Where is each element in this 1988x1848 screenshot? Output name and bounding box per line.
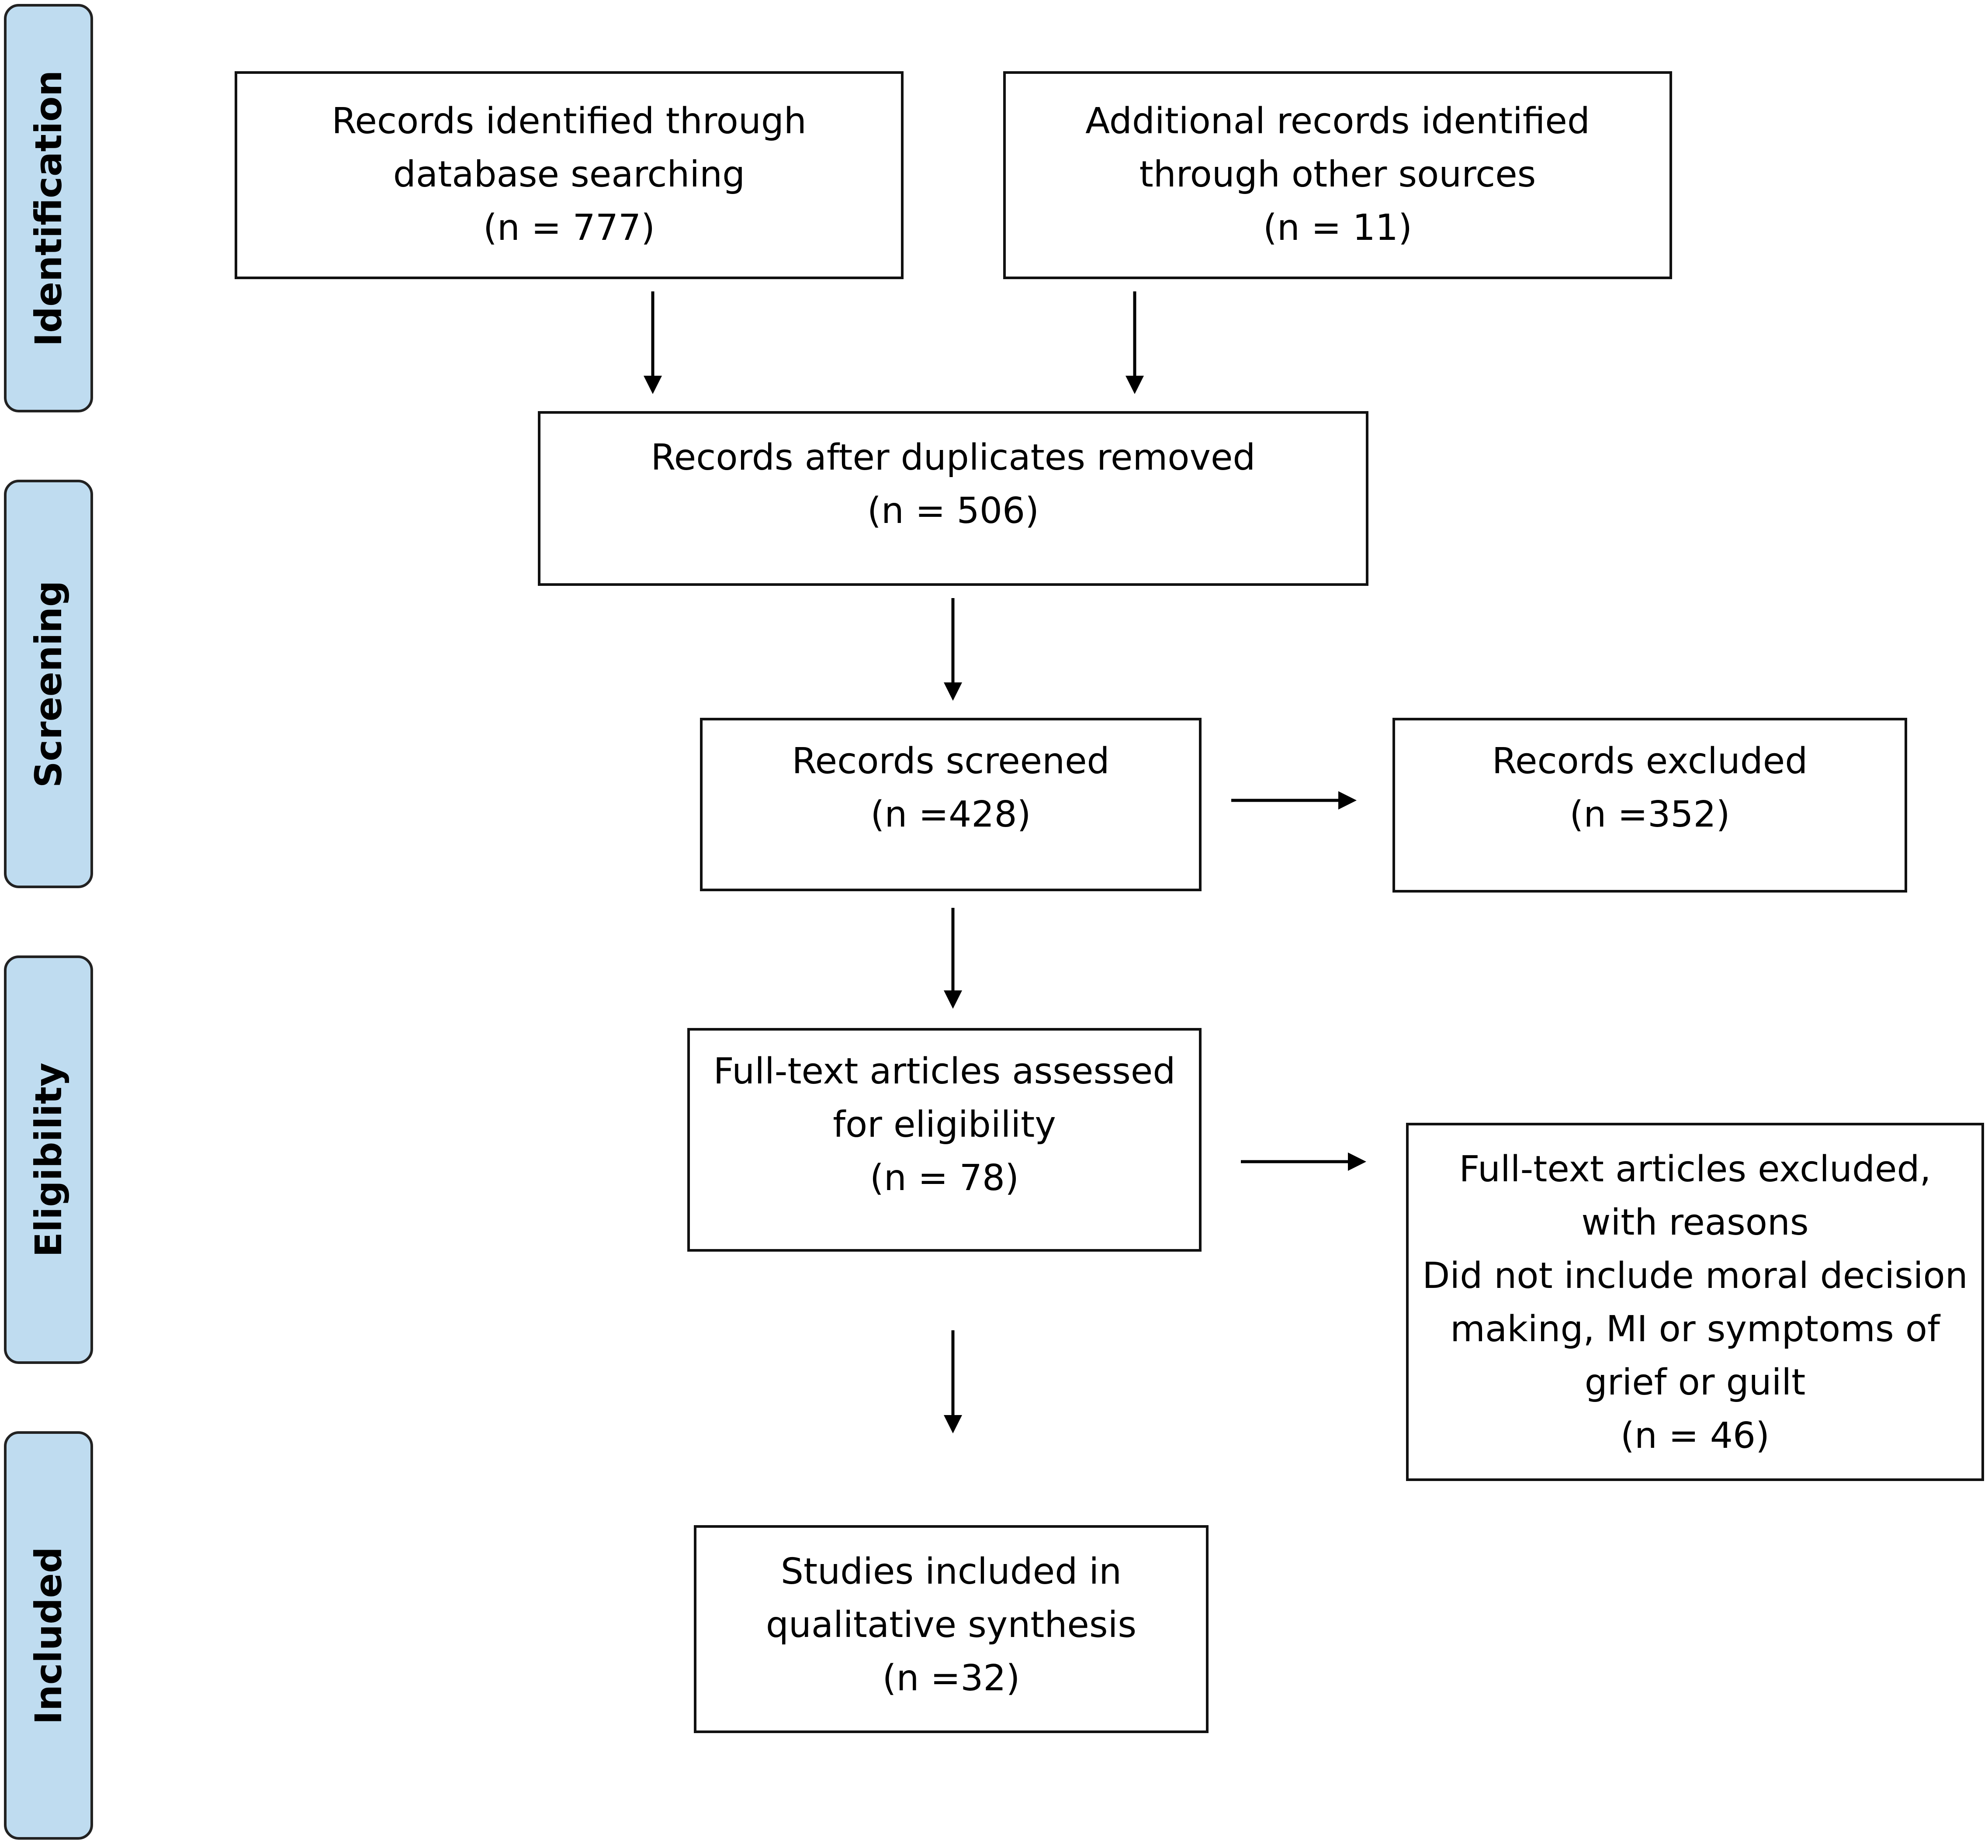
duplicates-removed-line-2: (n = 506) bbox=[867, 490, 1039, 532]
fulltext-excluded-line-3: Did not include moral decision bbox=[1422, 1255, 1968, 1297]
phase-screening: Screening bbox=[4, 480, 93, 888]
fulltext-assessed-box: Full-text articles assessed for eligibil… bbox=[687, 1028, 1202, 1252]
fulltext-assessed-line-3: (n = 78) bbox=[869, 1157, 1019, 1199]
records-excluded-line-1: Records excluded bbox=[1492, 741, 1808, 782]
other-sources-box: Additional records identified through ot… bbox=[1003, 71, 1672, 279]
other-sources-line-3: (n = 11) bbox=[1263, 207, 1413, 249]
other-sources-line-1: Additional records identified bbox=[1085, 100, 1590, 142]
database-records-line-1: Records identified through bbox=[332, 100, 807, 142]
records-screened-box: Records screened (n =428) bbox=[700, 718, 1202, 891]
fulltext-excluded-line-5: grief or guilt bbox=[1584, 1362, 1806, 1403]
database-records-line-2: database searching bbox=[393, 154, 745, 195]
fulltext-excluded-box: Full-text articles excluded, with reason… bbox=[1406, 1123, 1984, 1481]
records-screened-line-1: Records screened bbox=[792, 741, 1110, 782]
database-records-line-3: (n = 777) bbox=[483, 207, 655, 249]
fulltext-excluded-line-1: Full-text articles excluded, bbox=[1459, 1149, 1931, 1190]
studies-included-line-1: Studies included in bbox=[780, 1551, 1122, 1592]
duplicates-removed-box: Records after duplicates removed (n = 50… bbox=[538, 411, 1368, 586]
fulltext-assessed-line-2: for eligibility bbox=[833, 1104, 1056, 1145]
phase-included: Included bbox=[4, 1431, 93, 1840]
fulltext-assessed-line-1: Full-text articles assessed bbox=[713, 1051, 1176, 1092]
fulltext-excluded-line-4: making, MI or symptoms of bbox=[1450, 1308, 1940, 1350]
records-excluded-line-2: (n =352) bbox=[1569, 794, 1730, 835]
duplicates-removed-line-1: Records after duplicates removed bbox=[651, 437, 1256, 478]
fulltext-excluded-line-6: (n = 46) bbox=[1620, 1415, 1770, 1457]
studies-included-line-3: (n =32) bbox=[882, 1658, 1020, 1699]
records-screened-line-2: (n =428) bbox=[870, 794, 1031, 835]
database-records-box: Records identified through database sear… bbox=[235, 71, 904, 279]
fulltext-excluded-line-2: with reasons bbox=[1581, 1202, 1809, 1243]
other-sources-line-2: through other sources bbox=[1139, 154, 1536, 195]
phase-identification: Identification bbox=[4, 4, 93, 412]
records-excluded-box: Records excluded (n =352) bbox=[1392, 718, 1907, 893]
phase-eligibility: Eligibility bbox=[4, 955, 93, 1364]
studies-included-box: Studies included in qualitative synthesi… bbox=[694, 1525, 1209, 1733]
studies-included-line-2: qualitative synthesis bbox=[765, 1604, 1137, 1646]
